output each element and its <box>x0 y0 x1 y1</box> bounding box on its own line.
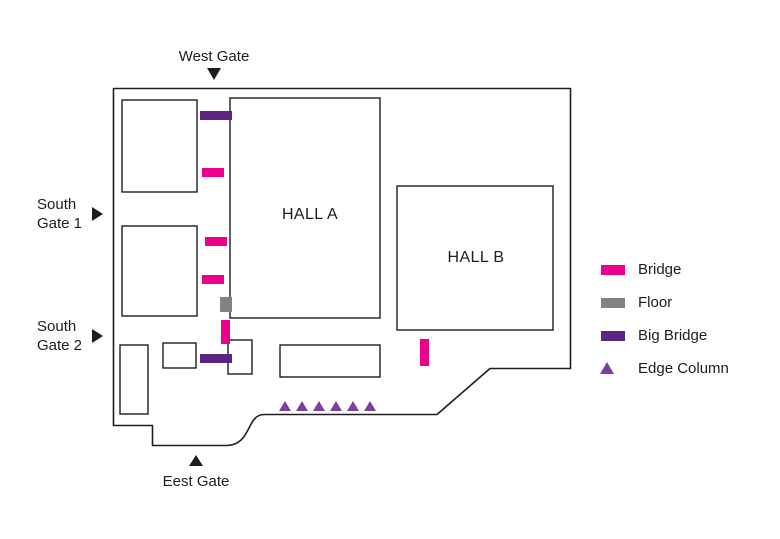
bridge-mark <box>221 320 230 344</box>
hall-a-label: HALL A <box>281 206 339 223</box>
west-gate-arrow-icon <box>207 68 221 80</box>
edge-column-marker <box>364 401 376 411</box>
bridge-mark <box>420 339 429 366</box>
floor-mark <box>220 297 232 312</box>
legend-item-bridge: Bridge <box>600 253 729 286</box>
south-gate-1-label-line1: South <box>37 196 77 213</box>
bridge-mark <box>202 168 224 177</box>
big-bridge-mark <box>200 354 232 363</box>
legend: Bridge Floor Big Bridge <box>600 253 729 385</box>
east-gate-arrow-icon <box>189 455 203 466</box>
edge-columns <box>279 401 376 411</box>
bridge-mark <box>202 275 224 284</box>
big-bridge-mark <box>200 111 232 120</box>
south-gate-2-arrow-icon <box>92 329 103 343</box>
hall-b-area <box>396 185 554 331</box>
west-gate-label: West Gate <box>178 48 250 65</box>
south-gate-2-label: South Gate 2 <box>37 317 82 355</box>
room-top-left <box>121 99 198 193</box>
edge-column-marker <box>330 401 342 411</box>
bridge-swatch-icon <box>600 264 626 276</box>
bridge-mark <box>205 237 227 246</box>
edge-column-swatch-icon <box>600 362 626 375</box>
edge-column-marker <box>347 401 359 411</box>
room-mid-left <box>121 225 198 317</box>
legend-item-edge-column: Edge Column <box>600 352 729 385</box>
east-gate-label: Eest Gate <box>162 473 230 490</box>
edge-column-marker <box>296 401 308 411</box>
legend-label-big-bridge: Big Bridge <box>638 327 708 344</box>
legend-item-floor: Floor <box>600 286 729 319</box>
room-bottom-center <box>279 344 381 378</box>
south-gate-1-arrow-icon <box>92 207 103 221</box>
legend-label-floor: Floor <box>638 294 673 311</box>
hall-a-area <box>229 97 381 319</box>
hall-b-label: HALL B <box>447 249 505 266</box>
south-gate-2-label-line2: Gate 2 <box>37 337 83 354</box>
south-gate-1-label: South Gate 1 <box>37 195 82 233</box>
edge-column-marker <box>313 401 325 411</box>
south-gate-1-label-line2: Gate 1 <box>37 215 83 232</box>
venue-outline <box>112 87 572 447</box>
legend-label-bridge: Bridge <box>638 261 682 278</box>
legend-item-big-bridge: Big Bridge <box>600 319 729 352</box>
big-bridge-swatch-icon <box>600 330 626 342</box>
south-gate-2-label-line1: South <box>37 318 77 335</box>
legend-label-edge-column: Edge Column <box>638 360 729 377</box>
floor-swatch-icon <box>600 297 626 309</box>
edge-column-marker <box>279 401 291 411</box>
room-bottom-left <box>119 344 149 415</box>
room-small-left <box>162 342 197 369</box>
